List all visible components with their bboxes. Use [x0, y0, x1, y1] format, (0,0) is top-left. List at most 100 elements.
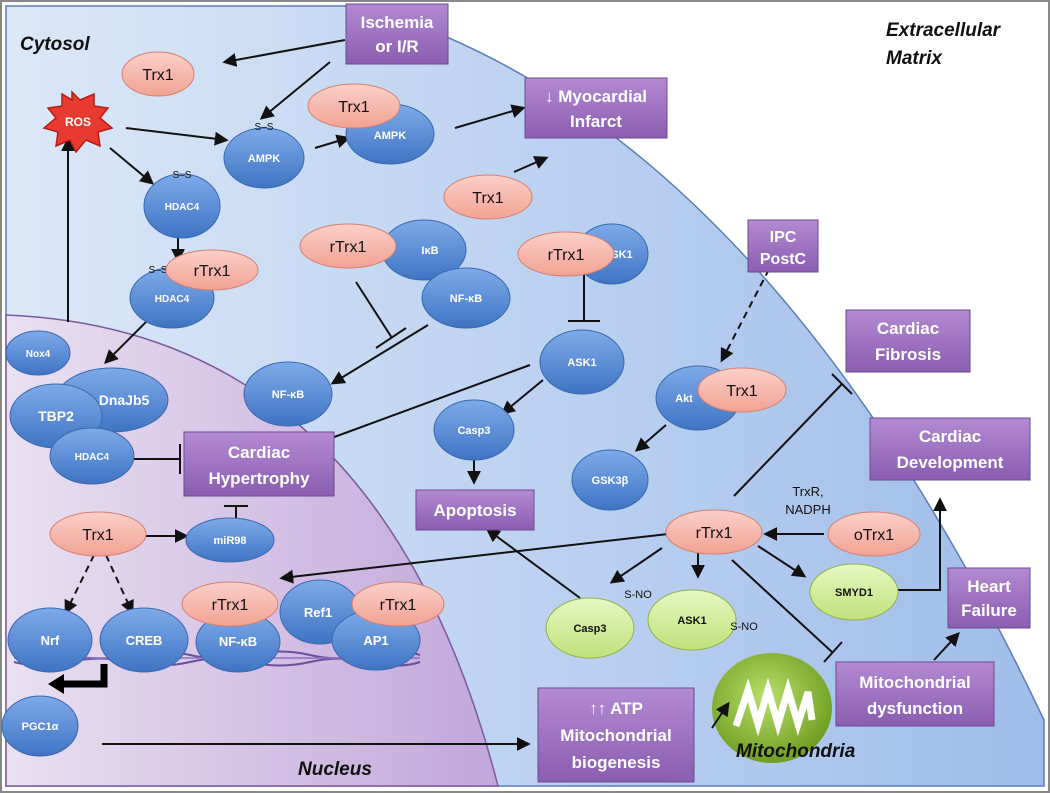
casp3-sno-tag: S-NO [624, 589, 652, 601]
trx1-ampk: Trx1 [307, 83, 401, 129]
casp3-sno-node: Casp3 [545, 597, 635, 659]
nucleus-label: Nucleus [298, 759, 372, 780]
infarct-box-line2: Infarct [570, 112, 622, 131]
atp-biogenesis-box: ↑↑ ATP Mitochondrial biogenesis [537, 687, 695, 783]
ask1-free-node: ASK1 [539, 329, 625, 395]
ipc-postc-box: IPC PostC [747, 219, 819, 273]
myocardial-infarct-box: ↓ Myocardial Infarct [524, 77, 668, 139]
development-box-line2: Development [897, 453, 1004, 472]
cardiac-fibrosis-box: Cardiac Fibrosis [845, 309, 971, 373]
trx1-nucleus-label: Trx1 [82, 527, 114, 544]
casp3-node: Casp3 [433, 399, 515, 461]
rtrx1-ask1: rTrx1 [517, 231, 615, 277]
rtrx1-nfkb-nucleus: rTrx1 [181, 581, 279, 627]
akt-label: Akt [675, 393, 693, 405]
rtrx1-center-label: rTrx1 [696, 525, 733, 542]
ros-burst: ROS [42, 90, 114, 154]
apoptosis-box-label: Apoptosis [433, 501, 516, 520]
trx1-akt: Trx1 [697, 367, 787, 413]
atp-box-line3: biogenesis [572, 753, 661, 772]
ref1-label: Ref1 [304, 605, 332, 620]
otrx1-label: oTrx1 [854, 527, 894, 544]
trx1-ampk-label: Trx1 [338, 99, 370, 116]
mitochondrial-dysfunction-box: Mitochondrial dysfunction [835, 661, 995, 727]
cardiac-hypertrophy-box: Cardiac Hypertrophy [183, 431, 335, 497]
trxr-label-line2: NADPH [785, 502, 831, 517]
nfkb-cytosol-node: NF-κB [421, 267, 511, 329]
smyd1-node: SMYD1 [809, 563, 899, 621]
hdac4-nucleus-node: HDAC4 [49, 427, 135, 485]
heart-failure-box-line1: Heart [967, 577, 1011, 596]
ampk-oxidized-label: AMPK [248, 153, 280, 165]
hdac4-bound-label: HDAC4 [155, 294, 190, 305]
mitochondria-label: Mitochondria [736, 741, 856, 762]
fibrosis-box-line1: Cardiac [877, 319, 939, 338]
trx1-akt-label: Trx1 [726, 383, 758, 400]
pgc1a-label: PGC1α [22, 721, 59, 733]
infarct-box-line1: ↓ Myocardial [545, 87, 647, 106]
gsk3b-node: GSK3β [571, 449, 649, 511]
ampk-label: AMPK [374, 130, 406, 142]
casp3-sno-label: Casp3 [573, 623, 606, 635]
nrf-node: Nrf [7, 607, 93, 673]
nfkb-free-label: NF-κB [272, 389, 304, 401]
hypertrophy-box-line1: Cardiac [228, 443, 290, 462]
ap1-label: AP1 [363, 633, 388, 648]
hdac4-oxidized-node: HDAC4 [143, 173, 221, 239]
rtrx1-center: rTrx1 [665, 509, 763, 555]
rtrx1-ikb-label: rTrx1 [330, 239, 367, 256]
mir98-label: miR98 [213, 535, 246, 547]
heart-failure-box-line2: Failure [961, 601, 1017, 620]
transcription-arrowhead [48, 674, 64, 694]
creb-node: CREB [99, 607, 189, 673]
nrf-label: Nrf [41, 633, 60, 648]
trx1-top: Trx1 [121, 51, 195, 97]
mitochondria [712, 653, 832, 763]
rtrx1-ask1-label: rTrx1 [548, 247, 585, 264]
tbp2-label: TBP2 [38, 408, 74, 424]
ipc-box-line2: PostC [760, 251, 807, 268]
rtrx1-ap1: rTrx1 [351, 581, 445, 627]
extracellular-label-line2: Matrix [886, 48, 943, 69]
rtrx1-hdac4: rTrx1 [165, 249, 259, 291]
pgc1a-node: PGC1α [1, 695, 79, 757]
mir98-node: miR98 [185, 517, 275, 563]
ampk-oxidized-node: AMPK [223, 127, 305, 189]
atp-box-line2: Mitochondrial [560, 726, 671, 745]
nfkb-cytosol-label: NF-κB [450, 293, 482, 305]
rtrx1-ap1-label: rTrx1 [380, 597, 417, 614]
ampk-disulfide-label: S–S [255, 122, 274, 133]
ask1-sno-node: ASK1 [647, 589, 737, 651]
heart-failure-box: Heart Failure [947, 567, 1031, 629]
dnajb5-label: DnaJb5 [99, 392, 150, 408]
nox4-node: Nox4 [5, 330, 71, 376]
extracellular-label-line1: Extracellular [886, 20, 1002, 41]
ikb-label: IκB [421, 245, 438, 257]
ischemia-box: Ischemia or I/R [345, 3, 449, 65]
rtrx1-ikb: rTrx1 [299, 223, 397, 269]
ask1-free-label: ASK1 [567, 357, 596, 369]
nfkb-nucleus-label: NF-κB [219, 634, 257, 649]
ros-label: ROS [65, 115, 91, 129]
ask1-sno-label: ASK1 [677, 615, 706, 627]
trx1-nucleus: Trx1 [49, 511, 147, 557]
ipc-box-line1: IPC [770, 229, 797, 246]
transcription-arrow [60, 664, 108, 688]
trx1-top-label: Trx1 [142, 67, 174, 84]
hypertrophy-box-line2: Hypertrophy [208, 469, 310, 488]
gsk3b-label: GSK3β [592, 475, 629, 487]
apoptosis-box: Apoptosis [415, 489, 535, 531]
nox4-label: Nox4 [26, 349, 51, 360]
ischemia-box-line1: Ischemia [361, 13, 434, 32]
creb-label: CREB [126, 633, 163, 648]
trxr-label-line1: TrxR, [792, 484, 823, 499]
atp-box-line1: ↑↑ ATP [589, 699, 643, 718]
cardiac-development-box: Cardiac Development [869, 417, 1031, 481]
fibrosis-box-line2: Fibrosis [875, 345, 941, 364]
mito-dysfunction-box-line2: dysfunction [867, 699, 963, 718]
cytosol-label: Cytosol [20, 34, 90, 55]
ischemia-box-line2: or I/R [375, 37, 418, 56]
hdac4-disulfide-label: S–S [173, 170, 192, 181]
